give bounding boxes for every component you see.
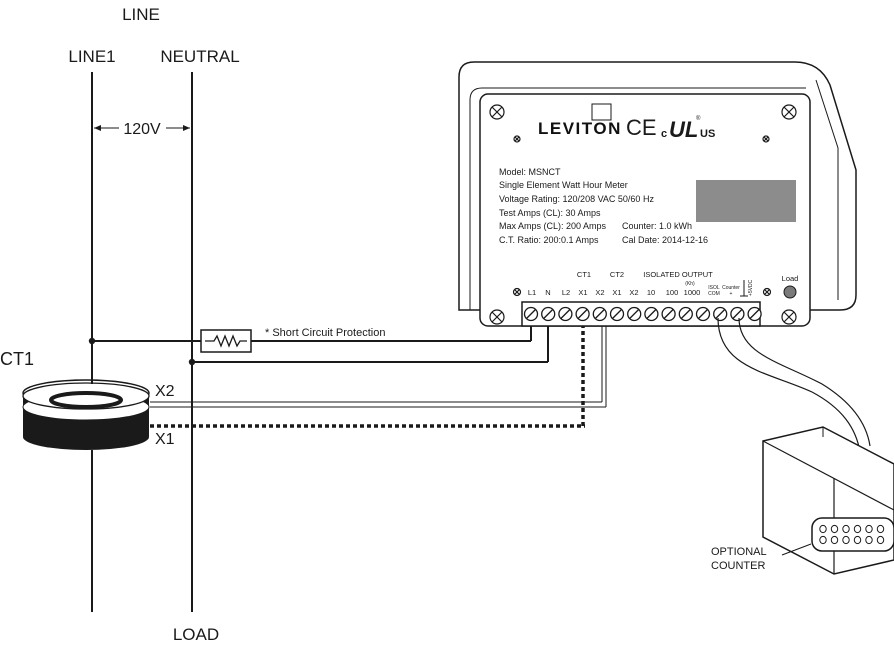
optional-label: OPTIONAL [711, 546, 767, 558]
terminal-screws [523, 306, 762, 322]
counter-digit-icon [865, 535, 873, 545]
group-ct1-label: CT1 [577, 270, 591, 279]
terminal-screw-icon [558, 306, 573, 322]
neutral-label: NEUTRAL [160, 47, 239, 66]
terminal-label-ct2-x2: X2 [629, 288, 638, 297]
counter-digit-icon [876, 535, 885, 545]
terminal-screw-icon [678, 306, 693, 322]
ct1-toroid [22, 379, 150, 450]
small-screw-icon [762, 135, 770, 143]
x2-wire [150, 318, 607, 408]
terminal-screw-icon [523, 306, 539, 322]
terminal-label-ct1-x1: X1 [578, 288, 587, 297]
counter-digit-icon [830, 524, 839, 534]
spec-line: Model: MSNCT [499, 167, 561, 177]
counter-digit-icon [876, 524, 885, 534]
terminal-label-l1: L1 [528, 288, 536, 297]
kwh-display [696, 180, 796, 222]
ce-mark-icon: CE [626, 115, 657, 140]
kh-label: (Kh) [685, 281, 695, 287]
counter-small-label: Counter [722, 285, 740, 291]
counter-digit-icon [853, 535, 862, 545]
terminal-ground-icon [512, 287, 522, 297]
terminal-screw-icon [730, 306, 745, 322]
vdc-label: +5VDC [748, 279, 754, 296]
screw-icon [781, 309, 797, 325]
ul-mark-icon: UL [669, 117, 698, 142]
protection-note: * Short Circuit Protection [265, 327, 385, 339]
x1-wire [150, 318, 585, 428]
terminal-screw-icon [695, 306, 711, 322]
terminal-screw-icon [627, 306, 642, 322]
counter-digit-icon [865, 524, 873, 534]
terminal-screw-icon [747, 306, 762, 322]
x2-label: X2 [155, 383, 175, 400]
terminal-screw-icon [575, 306, 590, 322]
counter-digit-icon [819, 524, 827, 534]
voltage-dimension: 120V [94, 121, 190, 138]
spec-line: Test Amps (CL): 30 Amps [499, 208, 601, 218]
ct1-label: CT1 [0, 349, 34, 369]
counter-digit-icon [842, 524, 850, 534]
terminal-label-ct2-x1: X1 [612, 288, 621, 297]
terminal-label-10: 10 [647, 288, 655, 297]
cal-date: Cal Date: 2014-12-16 [622, 235, 708, 245]
terminal-screw-icon [609, 306, 625, 322]
terminal-label-100: 100 [666, 288, 679, 297]
terminal-screw-icon [541, 306, 556, 322]
screw-icon [781, 104, 797, 120]
terminal-screw-icon [644, 306, 659, 322]
terminal-screw-icon [661, 306, 676, 322]
load-led-label: Load [782, 274, 799, 283]
load-label: LOAD [173, 625, 219, 644]
terminal-label-n: N [545, 288, 550, 297]
counter-plus-label: + [730, 291, 733, 297]
counter-leader-line [781, 543, 812, 556]
label-tab [591, 103, 612, 121]
brand-logo: LEVITON [538, 119, 622, 138]
group-ct2-label: CT2 [610, 270, 624, 279]
terminal-label-l2: L2 [562, 288, 570, 297]
screw-icon [489, 104, 505, 120]
ul-c-mark: c [661, 128, 667, 140]
counter-digit-icon [842, 535, 850, 545]
ul-registered: ® [696, 115, 701, 122]
terminal-label-ct1-x2: X2 [595, 288, 604, 297]
terminal-label-1000: 1000 [684, 288, 701, 297]
counter-cable [717, 317, 871, 453]
spec-line: Voltage Rating: 120/208 VAC 50/60 Hz [499, 194, 654, 204]
spec-line: Max Amps (CL): 200 Amps [499, 221, 607, 231]
counter-digit-icon [819, 535, 827, 545]
group-isolated-label: ISOLATED OUTPUT [643, 270, 713, 279]
counter-label: COUNTER [711, 560, 765, 572]
ul-us-mark: US [700, 128, 715, 140]
terminal-ground-icon [762, 287, 772, 297]
spec-line: Single Element Watt Hour Meter [499, 180, 628, 190]
screw-icon [489, 309, 505, 325]
load-led [783, 285, 797, 299]
small-screw-icon [513, 135, 521, 143]
counter-digit-icon [830, 535, 839, 545]
terminal-screw-icon [592, 306, 607, 322]
line1-label: LINE1 [68, 47, 115, 66]
counter-digits [819, 524, 885, 545]
spec-line: C.T. Ratio: 200:0.1 Amps [499, 235, 599, 245]
line-label: LINE [122, 5, 160, 24]
optional-counter-device [762, 426, 894, 575]
com-label: COM [708, 291, 720, 297]
counter-digit-icon [853, 524, 862, 534]
counter-spec: Counter: 1.0 kWh [622, 221, 692, 231]
isol-label: ISOL [708, 285, 720, 291]
x1-label: X1 [155, 431, 175, 448]
terminal-screw-icon [713, 306, 728, 322]
resistor-icon [200, 329, 252, 353]
voltage-label: 120V [123, 121, 161, 138]
